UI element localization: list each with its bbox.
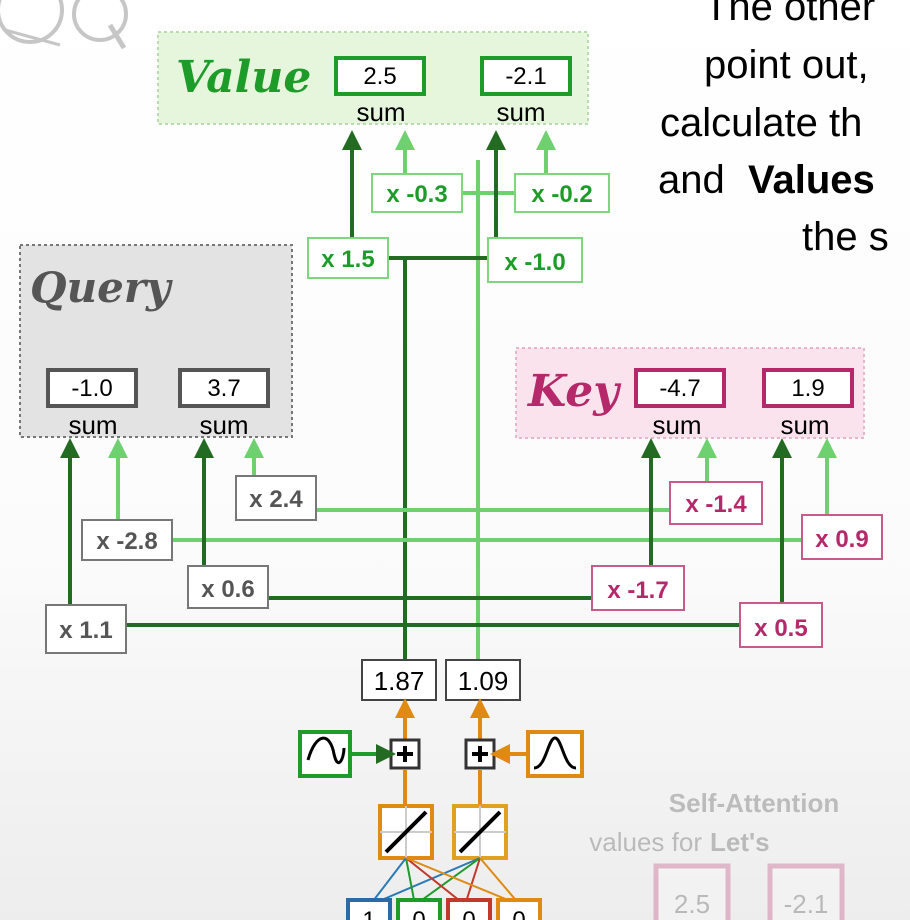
query-weight-2: x -2.8 (96, 528, 157, 555)
narration-line-3: calculate th (660, 101, 862, 145)
query-output-2-box (178, 368, 270, 408)
key-weight-1: x -1.7 (607, 577, 668, 604)
key-output-2: 1.9 (791, 375, 824, 402)
sine-activation-icon (298, 730, 352, 778)
value-output-2: -2.1 (505, 63, 546, 90)
embedding-value-2: 1.09 (458, 666, 509, 696)
narration-line-1: The other (704, 0, 875, 29)
query-output-1-box (46, 368, 138, 408)
key-weight-4: x 0.9 (815, 526, 868, 553)
query-output-1: -1.0 (71, 375, 112, 402)
key-weight-2: x -1.4 (685, 491, 747, 518)
plus-node-2 (464, 738, 496, 770)
input-2: 0 (412, 907, 425, 920)
key-title: Key (526, 366, 622, 417)
self-attention-values-panel: Self-Attention values for Let's 2.5 -2.1 (589, 788, 845, 920)
faded-panel-title: Self-Attention (669, 788, 839, 818)
value-output-1: 2.5 (363, 63, 396, 90)
value-weight-2: x -0.3 (386, 181, 447, 208)
key-weight-3: x 0.5 (754, 615, 807, 642)
value-sum-1: sum (356, 97, 405, 127)
key-output-2-box (762, 368, 854, 408)
narration-line-5: the s (802, 215, 889, 259)
narration-line-4-prefix: and (658, 158, 725, 202)
value-sum-2: sum (496, 97, 545, 127)
key-output-1-box (634, 368, 726, 408)
value-weight-1: x 1.5 (321, 246, 374, 273)
input-connections (369, 857, 521, 906)
faded-panel-val-1: 2.5 (674, 889, 710, 919)
narration-line-2: point out, (704, 43, 869, 87)
query-sum-2: sum (199, 410, 248, 440)
value-output-1-box (334, 56, 426, 96)
query-sum-1: sum (68, 410, 117, 440)
key-sum-1: sum (652, 410, 701, 440)
key-sum-2: sum (780, 410, 829, 440)
bell-activation-icon (526, 730, 584, 778)
faded-panel-sub-bold: Let's (710, 827, 770, 857)
key-output-1: -4.7 (659, 375, 700, 402)
statquest-logo-icon (0, 0, 128, 50)
plus-node-1 (389, 738, 421, 770)
faded-panel-val-2: -2.1 (784, 889, 829, 919)
query-weight-1: x 1.1 (59, 617, 112, 644)
embedding-value-1: 1.87 (374, 666, 425, 696)
value-title: Value (176, 52, 311, 103)
query-output-2: 3.7 (207, 375, 240, 402)
input-1: 1 (362, 907, 375, 920)
embedding-value-1-box (361, 659, 437, 701)
query-weight-4: x 2.4 (249, 486, 303, 513)
value-output-2-box (480, 56, 572, 96)
faded-panel-sub-prefix: values for (589, 827, 702, 857)
linear-activation-icon-1 (378, 804, 434, 860)
embedding-value-2-box (445, 659, 521, 701)
query-title: Query (30, 263, 173, 312)
narration-text: The other point out, calculate th and Va… (658, 0, 889, 259)
narration-line-4-bold: Values (748, 158, 875, 202)
value-weight-4: x -0.2 (531, 181, 592, 208)
value-weight-3: x -1.0 (504, 249, 565, 276)
input-3: 0 (462, 907, 475, 920)
input-4: 0 (512, 907, 525, 920)
linear-activation-icon-2 (452, 804, 508, 860)
query-weight-3: x 0.6 (201, 576, 254, 603)
